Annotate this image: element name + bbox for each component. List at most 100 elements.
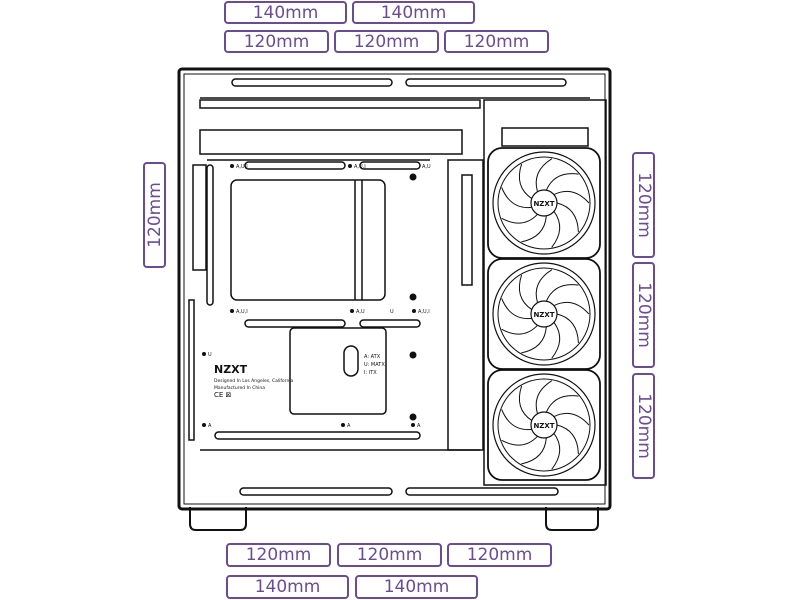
dim-text: 120mm [466, 545, 533, 565]
side-radiator-120-label-1: 120mm [632, 152, 655, 258]
fan-blade [521, 437, 547, 465]
fan-3 [487, 369, 601, 481]
case-outline [177, 67, 612, 511]
dim-text: 140mm [383, 577, 450, 597]
dim-text: 140mm [380, 2, 447, 23]
side-radiator-120-label-3: 120mm [632, 373, 655, 479]
dim-text: 120mm [245, 545, 312, 565]
fan-blade [553, 412, 590, 426]
standoff-label: A,U [422, 164, 431, 170]
standoff-label: A [347, 423, 351, 429]
top-bay [199, 129, 463, 155]
fan-bracket [483, 99, 607, 486]
fan-blade [501, 213, 538, 224]
tray-slot-2 [359, 161, 421, 170]
top-radiator-140-label-1: 140mm [224, 1, 347, 24]
standoff-label: U [208, 352, 212, 358]
fan-blade [545, 284, 579, 302]
bottom-rail-slot-2 [405, 487, 559, 496]
manufactured-in-text: Manufactured In China [214, 385, 265, 391]
fan-blade [501, 187, 532, 209]
fan-3-logo: NZXT [533, 422, 554, 430]
fan-1-logo: NZXT [533, 200, 554, 208]
fan-blade [501, 409, 532, 431]
top-rail-slot-2 [405, 78, 567, 87]
mid-slot-2 [359, 319, 421, 328]
fan-blade [518, 385, 533, 422]
standoff-label: A,U,I [236, 164, 248, 170]
rear-fan-mount [192, 164, 207, 271]
mount-legend-atx: A: ATX [364, 354, 381, 360]
fan-blade [553, 190, 590, 204]
fan-blade [501, 324, 538, 335]
lower-slot [214, 431, 421, 440]
case-inner-outline [183, 73, 606, 505]
fan-blade [501, 435, 538, 446]
fan-blade [556, 424, 579, 455]
standoff-label: A,U,I [236, 309, 248, 315]
standoff-label: A [417, 423, 421, 429]
plate-slot [343, 345, 359, 377]
bottom-fan-140-label-1: 140mm [226, 575, 349, 599]
fan-blade [551, 211, 561, 248]
dim-text: 120mm [356, 545, 423, 565]
dim-text: 120mm [353, 31, 420, 52]
bottom-fan-120-label-3: 120mm [447, 543, 552, 567]
fan-blade [535, 158, 553, 192]
fan-blade [521, 215, 547, 243]
case-brand-logo: NZXT [214, 363, 248, 376]
fan-blade [553, 301, 590, 315]
rear-fan-120-label: 120mm [143, 162, 166, 268]
bottom-fan-120-label-1: 120mm [226, 543, 331, 567]
standoff-label: U [390, 309, 394, 315]
dim-text: 120mm [463, 31, 530, 52]
standoff-label: A,U [356, 309, 365, 315]
dim-text: 120mm [243, 31, 310, 52]
certification-marks: CE ⊠ [214, 391, 231, 399]
fan-blade [556, 202, 579, 233]
fan-2-logo: NZXT [533, 311, 554, 319]
fan-2 [487, 258, 601, 370]
fan-stack [487, 147, 601, 481]
top-rail-slot-1 [231, 78, 393, 87]
top-bracket [199, 99, 481, 109]
fan-blade [521, 326, 547, 354]
fan-1 [487, 147, 601, 259]
fan-blade [545, 395, 579, 413]
standoff-plate [289, 327, 387, 415]
mid-slot-1 [244, 319, 346, 328]
tray-slot-1 [244, 161, 346, 170]
standoff-label: A [208, 423, 212, 429]
fan-blade [518, 163, 533, 200]
left-rail [206, 164, 214, 306]
front-foot [189, 507, 247, 531]
screw-holes [202, 164, 417, 427]
fan-blade [518, 274, 533, 311]
standoff-label: A,U,I [418, 309, 430, 315]
cpu-cutout [230, 179, 386, 301]
bottom-fan-140-label-2: 140mm [355, 575, 478, 599]
fan-blade [535, 380, 553, 414]
top-radiator-140-label-2: 140mm [352, 1, 475, 24]
fan-blade [556, 313, 579, 344]
fan-blade [535, 269, 553, 303]
bottom-fan-120-label-2: 120mm [337, 543, 442, 567]
fan-blades [501, 158, 590, 470]
side-radiator-120-label-2: 120mm [632, 262, 655, 368]
designed-in-text: Designed In Los Angeles, California [214, 378, 294, 384]
top-radiator-120-label-2: 120mm [334, 30, 439, 53]
mount-legend-matx: U: MATX [364, 362, 385, 368]
mount-legend-itx: I: ITX [364, 370, 377, 376]
dim-text: 140mm [254, 577, 321, 597]
fan-blade [551, 322, 561, 359]
cable-chamber [447, 159, 484, 451]
top-radiator-120-label-1: 120mm [224, 30, 329, 53]
fan-blade [501, 298, 532, 320]
fan-bracket-top [501, 127, 589, 147]
cable-grommet [461, 174, 473, 286]
standoff-label: A,U,I [354, 164, 366, 170]
bottom-rail-slot-1 [239, 487, 393, 496]
rear-foot [545, 507, 599, 531]
fan-blade [551, 433, 561, 470]
